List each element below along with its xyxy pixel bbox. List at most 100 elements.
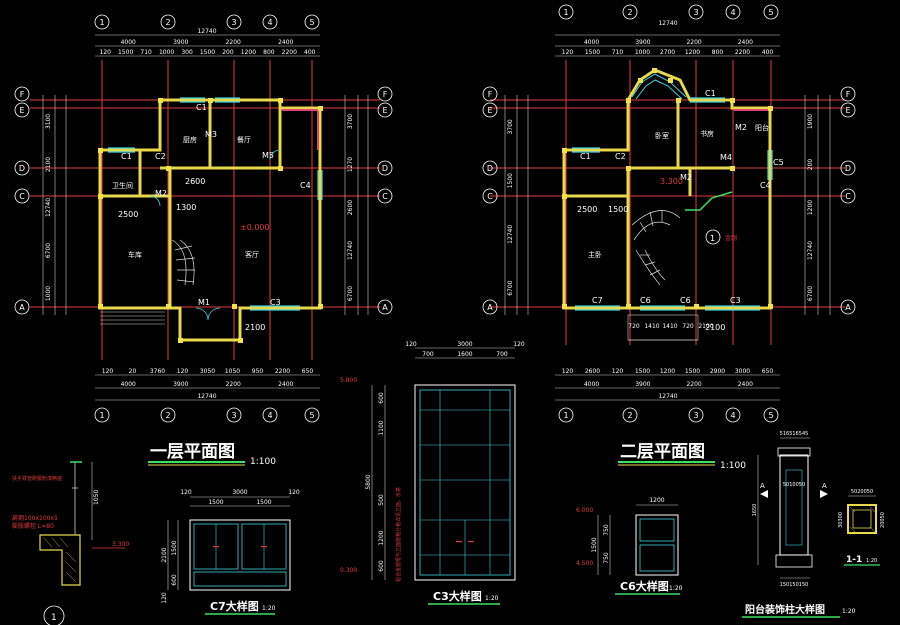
f2-axis-top-5 [763,4,779,20]
f1-dim-bot2: 3760 [150,368,165,375]
f2-mark-c2: C2 [615,152,626,161]
f2-dim-right: 200 [807,159,814,171]
f1-axis-bot-1 [94,407,110,423]
rail-height: 1050 [93,490,100,505]
f1-axis-top-4 [262,14,278,30]
c6-scale: 1:20 [669,585,683,592]
f2-axis-bot-4 [725,407,741,423]
f2-dim-bot: 2400 [738,381,753,388]
c6-dim: 1500 [591,537,598,552]
f2-dim-bot: 4000 [584,381,599,388]
c3-scale: 1:20 [485,595,499,602]
f1-walls [98,98,322,342]
f2-dim-bot2: 2900 [710,368,725,375]
column-title: 阳台装饰柱大样图 [745,603,825,616]
f1-dim-top2: 300 [181,49,193,56]
f2-dim-left: 12740 [507,225,514,244]
f2-axis-right-D-label: D [845,164,851,173]
f1-mark-c1b: C1 [121,152,132,161]
c6-title: C6大样图 [620,579,669,593]
c3-level: 0.300 [340,567,357,574]
f1-dim-top2: 1500 [200,49,215,56]
column-dim: 5010050 [783,482,805,488]
f2-axis-right-F [840,86,856,102]
f2-section-marker: 1 金刚 [705,229,737,245]
f2-axis-left-F-label: F [488,90,493,99]
f1-axis-right-D [377,160,393,176]
f1-axis-bot-2-label: 2 [165,411,170,420]
f2-axis-bot-1 [558,407,574,423]
f2-axis-top-3 [688,4,704,20]
c7-dim: 2100 [161,547,168,562]
f2-dim-2100: 2100 [705,323,725,332]
f2-axis-bot-3-label: 3 [693,411,698,420]
f1-dim-top2: 200 [222,49,234,56]
f1-dim-top2: 1500 [118,49,133,56]
f2-mark-m2b: M2 [680,173,692,182]
floor-1-plan: 厨房 餐厅 卫生间 车库 客厅 C1 C2 C1 M3 M5 C4 M2 M1 … [30,34,380,401]
f2-windows [572,97,773,311]
f2-dim-right: 12740 [807,241,814,260]
f2-axis-top-1-label: 1 [563,8,568,17]
f1-axis-left-F-label: F [20,90,25,99]
f2-mark-c7: C7 [592,296,603,305]
f1-dim-left: 3100 [45,114,52,129]
f1-dim-left: 6700 [45,243,52,258]
f2-axis-left-F [482,86,498,102]
f1-axis-right-F-label: F [383,90,388,99]
section-scale: 1:20 [866,558,877,564]
floor1-scale: 1:100 [250,457,276,467]
f2-room-study: 书房 [700,129,714,138]
f1-axis-top-1-label: 1 [99,18,104,27]
f1-axis-right-E-label: E [382,106,387,115]
f2-dim-bot-sub: 720 [682,323,694,330]
f1-axis-bot-4-label: 4 [267,411,272,420]
svg-text:A: A [822,482,827,490]
f2-mark-m2a: M2 [735,123,747,132]
f2-axis-top-2 [622,4,638,20]
f2-balcony-below [627,314,699,341]
f2-dim-right: 1200 [807,200,814,215]
f2-dim-top2: 1200 [685,49,700,56]
f1-dim-top2: 710 [140,49,152,56]
f1-dim-top: 4000 [121,39,136,46]
f2-dim-bot2: 1500 [685,368,700,375]
f2-axis-grid [490,60,845,345]
f2-balcony-rail [685,191,733,211]
f2-axis-right-F-label: F [846,90,851,99]
f1-axis-right-E [377,102,393,118]
c3-dim: 1200 [378,530,385,545]
f2-dim-bot-sub: 720 [628,323,640,330]
f2-axis-bot-1-label: 1 [563,411,568,420]
f1-dim-top: 2400 [278,39,293,46]
f1-dim-right: 1270 [347,157,354,172]
f1-axis-top-2-label: 2 [165,18,170,27]
f2-mark-c5: C5 [773,158,784,167]
f1-axis-left-D-label: D [19,164,25,173]
f2-mark-m4: M4 [720,153,732,162]
f1-axis-top-1 [94,14,110,30]
f1-dim-top2: 1200 [241,49,256,56]
svg-text:金刚: 金刚 [725,234,737,242]
c6-dim: 750 [603,524,610,536]
f2-axis-left-A-label: A [487,303,493,312]
column-dim: 516516545 [780,431,809,437]
rail-spec: 扁钢100x100x5 [12,514,58,522]
c3-note: 铝合金窗框与立面窗格分格详见立面，示意 [395,487,402,582]
f2-dim-top2: 2200 [735,49,750,56]
f2-axis-right-A-label: A [845,303,851,312]
f1-room-dining: 餐厅 [237,135,251,144]
c7-dim: 120 [161,592,168,604]
f1-axis-bot-5-label: 5 [309,411,314,420]
f1-dim-right: 3700 [347,114,354,129]
f1-dim-right: 2600 [347,200,354,215]
f1-dim-left: 2100 [45,157,52,172]
f2-dim-top2: 400 [762,49,774,56]
plan-titles: 一层平面图 1:100 二层平面图 1:100 [148,442,746,471]
f1-doors [149,149,281,321]
f2-axis-bot-4-label: 4 [730,411,735,420]
f2-axis-left-E [482,102,498,118]
f1-dim-top2: 120 [100,49,112,56]
